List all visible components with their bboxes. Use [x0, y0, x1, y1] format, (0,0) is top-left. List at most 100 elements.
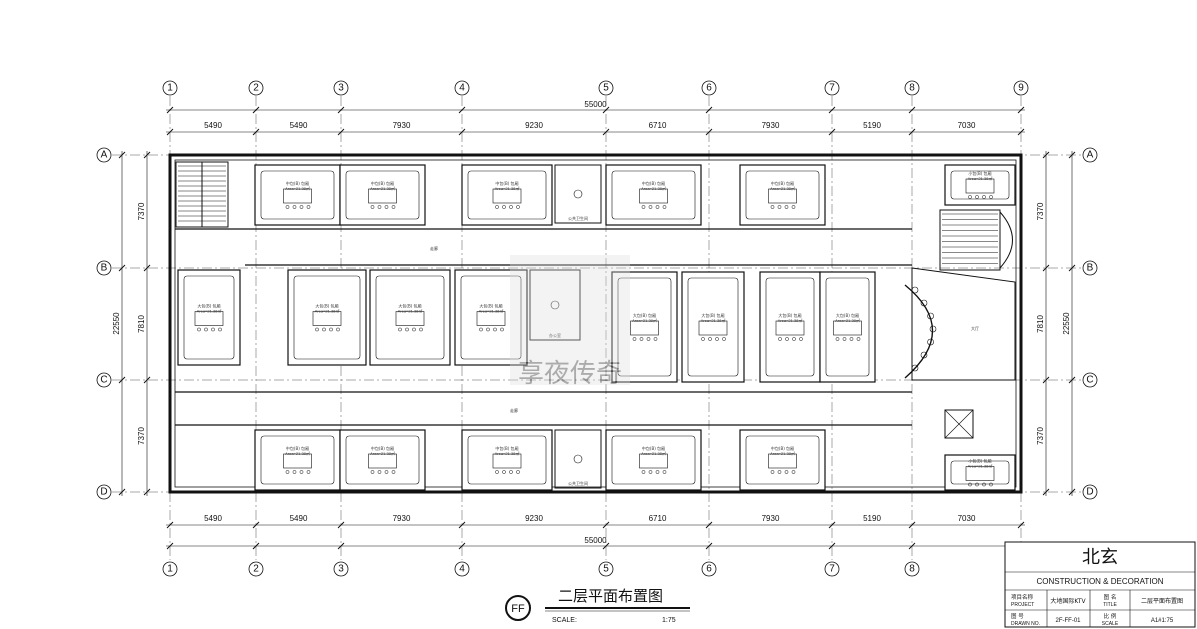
project-label: 项目名称 [1011, 593, 1034, 601]
axis-bubble [248, 561, 264, 577]
sofa [467, 170, 547, 220]
dim-tick [1068, 488, 1076, 496]
hall: 大厅 [904, 267, 1016, 381]
stool [495, 470, 499, 474]
dim-bay: 5190 [863, 514, 881, 523]
stool [299, 470, 304, 474]
coffee-table [368, 188, 397, 204]
coffee-table [395, 311, 425, 326]
axis-label-col: 3 [338, 564, 344, 575]
stool [370, 205, 375, 209]
toilet-wall [529, 269, 581, 341]
axis-bubble [1013, 80, 1029, 96]
dim-tick [602, 106, 610, 114]
stool [792, 337, 796, 341]
room-wall [287, 269, 367, 366]
stool [785, 337, 789, 341]
coffee-table [312, 311, 342, 326]
scale-block-label-en: SCALE [1102, 621, 1119, 627]
stool [405, 327, 409, 332]
room-area: Area=21.38㎡ [285, 450, 310, 456]
sofa [745, 435, 820, 485]
stool [835, 337, 840, 341]
drawing-title: 二层平面布置图 [558, 587, 663, 605]
dim-total-depth: 22550 [112, 312, 121, 335]
coffee-table [965, 466, 995, 481]
hall-outline [911, 267, 1016, 381]
dim-tick [166, 542, 174, 550]
dim-tick [1017, 106, 1025, 114]
stool [516, 205, 520, 209]
dim-bay: 7030 [958, 514, 976, 523]
dim-tick [1017, 521, 1025, 529]
stool [292, 470, 297, 474]
stool [655, 470, 660, 474]
axis-bubble [598, 561, 614, 577]
watermark-text: 享夜传奇 [518, 359, 622, 389]
sofa [950, 170, 1010, 200]
outer-wall [168, 153, 1023, 494]
dim-tick [828, 521, 836, 529]
dim-bay: 7030 [958, 121, 976, 130]
stool [384, 205, 389, 209]
drawing-no-label: 图 号 [1011, 612, 1024, 620]
axis-bubble [454, 80, 470, 96]
sofa [745, 170, 820, 220]
axis-label-col: 7 [829, 83, 835, 94]
room-wall [605, 429, 702, 491]
room-wall [339, 164, 426, 226]
dim-tick [337, 106, 345, 114]
axis-bubble [824, 561, 840, 577]
sofa [345, 170, 420, 220]
sofa [611, 170, 696, 220]
dim-bay: 7930 [762, 514, 780, 523]
stool [662, 205, 667, 209]
dim-tick [143, 264, 151, 272]
coffee-table [965, 178, 995, 194]
dim-bay: 9230 [525, 121, 543, 130]
room-area: Area=21.38㎡ [641, 450, 666, 456]
chair [911, 286, 919, 294]
dim-tick [118, 151, 126, 159]
stool [777, 205, 782, 209]
stool [412, 327, 416, 332]
dim-tick [252, 521, 260, 529]
title-label: 图 名 [1104, 593, 1117, 601]
stool [197, 327, 201, 332]
room-label: 大包(B) 包厢 [197, 303, 220, 309]
coffee-table [492, 453, 522, 469]
coffee-table [639, 453, 668, 469]
stool [662, 470, 667, 474]
room-label: 中包(B) 包厢 [371, 180, 394, 186]
dim-tick [908, 106, 916, 114]
room-area: Area=21.38㎡ [495, 185, 520, 191]
axis-label-col: 2 [253, 83, 259, 94]
stool [982, 482, 986, 487]
axis-label-col: 1 [167, 83, 173, 94]
walls [168, 153, 1023, 494]
room-area: Area=21.38㎡ [701, 317, 726, 323]
stool [989, 195, 993, 199]
dim-tick [1042, 376, 1050, 384]
stair-curve [999, 211, 1013, 269]
stool [204, 327, 208, 332]
dim-tick [908, 128, 916, 136]
stool [655, 205, 660, 209]
company-name: 北玄 [1082, 547, 1118, 568]
dim-tick [602, 521, 610, 529]
sofa [345, 435, 420, 485]
dim-tick [705, 106, 713, 114]
room-label: 大包(B) 包厢 [398, 303, 421, 309]
toilet-fixture [550, 300, 560, 310]
dim-bay: 6710 [649, 514, 667, 523]
axis-bubble [1082, 147, 1098, 163]
room-wall [739, 164, 826, 226]
elevator-shaft [944, 409, 974, 439]
axis-bubble [162, 561, 178, 577]
